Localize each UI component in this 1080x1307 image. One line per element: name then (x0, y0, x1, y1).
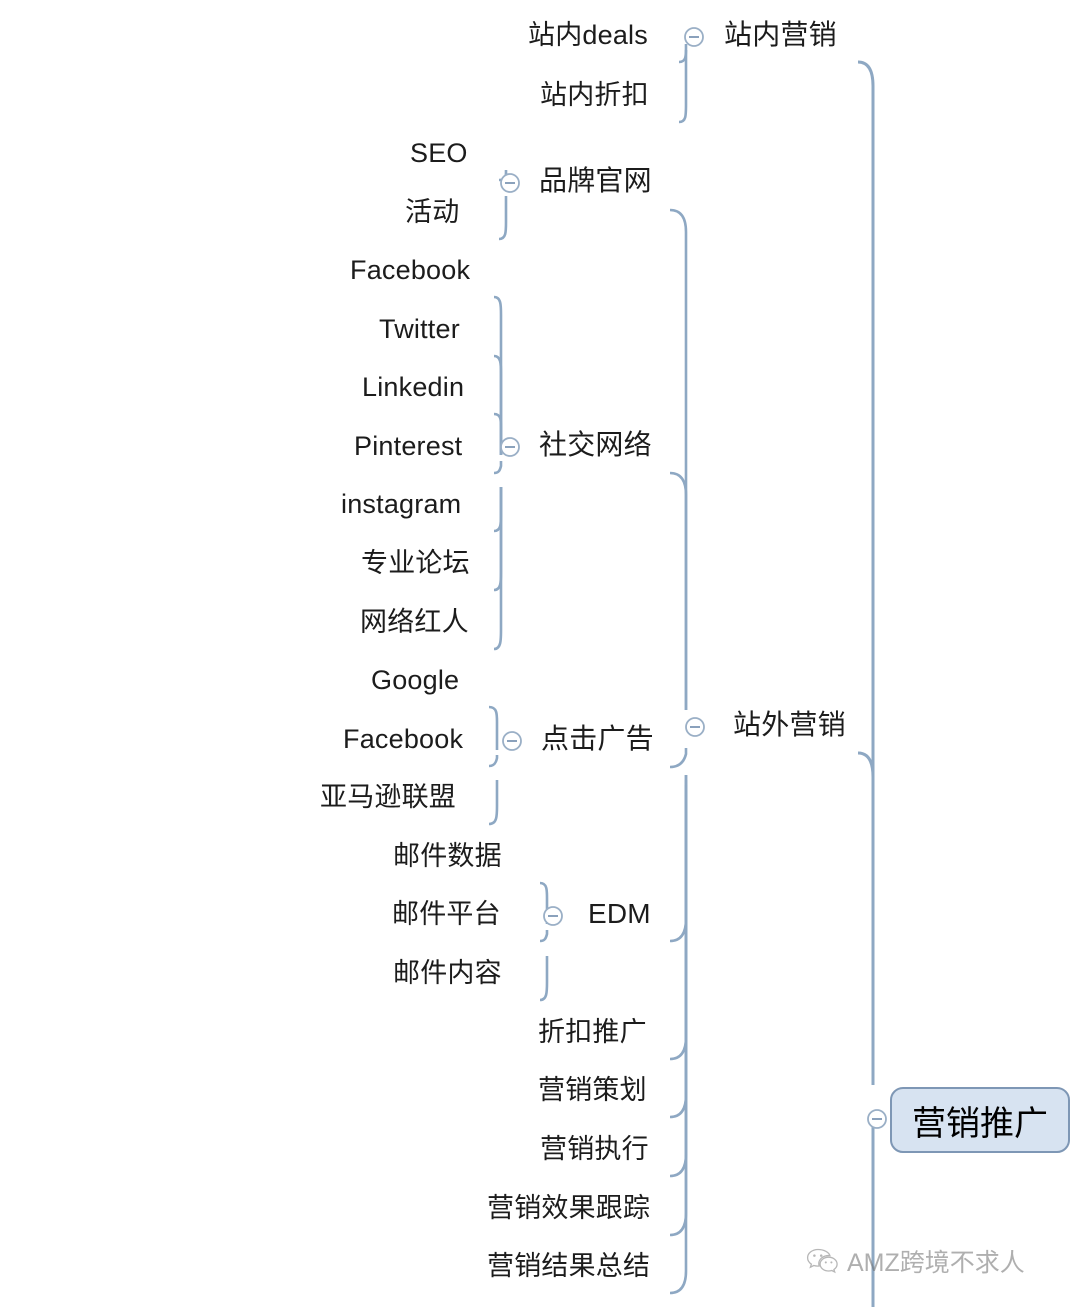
leaf-label-mail-platform[interactable]: 邮件平台 (392, 899, 501, 929)
connector-google (488, 705, 499, 750)
leaf-label-facebook-social[interactable]: Facebook (350, 255, 471, 285)
toggle-zhanwai-yingxiao[interactable] (685, 717, 705, 737)
connector-wangluo-hongren (493, 487, 503, 651)
leaf-label-instagram[interactable]: instagram (341, 489, 462, 519)
toggle-dianji-guanggao[interactable] (502, 731, 522, 751)
connector-pinpai-guanwang (669, 208, 688, 710)
connector-facebook-social (493, 295, 503, 455)
connector-yingxiao-cehua (669, 780, 688, 1119)
branch-label-zhannei-yingxiao[interactable]: 站内营销 (724, 19, 837, 50)
watermark-text: AMZ跨境不求人 (847, 1249, 1025, 1277)
connectors-zhannei (678, 44, 688, 124)
connectors-zhanwai (669, 208, 688, 1295)
connectors-edm (539, 881, 549, 1002)
connector-pinterest (493, 461, 503, 475)
root-node-label: 营销推广 (912, 1104, 1048, 1143)
leaf-label-zhuanye-luntan[interactable]: 专业论坛 (361, 548, 470, 578)
leaf-label-yingxiao-cehua[interactable]: 营销策划 (538, 1075, 647, 1105)
watermark: AMZ跨境不求人 (806, 1243, 1025, 1279)
toggle-pinpai-guanwang[interactable] (500, 173, 520, 193)
connector-mail-platform (539, 930, 549, 943)
leaf-label-google[interactable]: Google (371, 665, 460, 695)
toggle-zhannei-yingxiao[interactable] (684, 27, 704, 47)
branch-label-pinpai-guanwang[interactable]: 品牌官网 (539, 165, 652, 196)
connectors-shejiao (493, 295, 503, 651)
leaf-label-zhekou-tuiguang[interactable]: 折扣推广 (538, 1017, 647, 1047)
branch-label-dianji-guanggao[interactable]: 点击广告 (541, 723, 654, 754)
leaf-label-twitter[interactable]: Twitter (379, 314, 460, 344)
connector-huodong (498, 196, 508, 241)
connector-zhannei-zhekou (678, 50, 688, 124)
connector-mail-data (539, 881, 549, 924)
leaf-label-wangluo-hongren[interactable]: 网络红人 (360, 607, 469, 637)
leaf-label-yingxiao-zongjie[interactable]: 营销结果总结 (487, 1251, 651, 1281)
leaf-label-yingxiao-genzong[interactable]: 营销效果跟踪 (487, 1193, 651, 1223)
leaf-label-amazon-union[interactable]: 亚马逊联盟 (320, 782, 456, 812)
branch-underlines (520, 59, 861, 944)
branch-label-zhanwai-yingxiao[interactable]: 站外营销 (733, 709, 846, 740)
connector-zhanwai-to-root (857, 751, 875, 1085)
connector-shejiao-wangluo (669, 471, 688, 710)
leaf-label-linkedin[interactable]: Linkedin (362, 372, 465, 402)
connector-mail-content (539, 956, 549, 1002)
toggle-root[interactable] (867, 1109, 887, 1129)
branch-label-edm[interactable]: EDM (588, 898, 651, 929)
leaf-label-yingxiao-zhixing[interactable]: 营销执行 (540, 1134, 649, 1164)
connectors-root (857, 60, 875, 1307)
leaf-label-zhannei-zhekou[interactable]: 站内折扣 (540, 80, 649, 110)
connector-twitter (493, 354, 503, 455)
leaf-label-pinterest[interactable]: Pinterest (354, 431, 463, 461)
connector-facebook-ads (488, 755, 499, 768)
leaf-label-mail-content[interactable]: 邮件内容 (393, 958, 502, 988)
connectors-dianji (488, 705, 499, 826)
connector-zhannei-to-root (857, 60, 875, 1085)
connector-amazon-union (488, 780, 499, 826)
connector-dianji-guanggao (669, 748, 688, 769)
collapse-toggles[interactable] (500, 27, 887, 1129)
connector-yingxiao-zongjie (669, 795, 688, 1295)
root-node[interactable]: 营销推广 (890, 1087, 1070, 1153)
leaf-underlines (315, 59, 682, 1296)
leaf-label-mail-data[interactable]: 邮件数据 (393, 841, 502, 871)
connector-zhekou-tuiguang (669, 775, 688, 1061)
leaf-label-seo[interactable]: SEO (410, 138, 468, 168)
branch-label-shejiao-wangluo[interactable]: 社交网络 (539, 429, 652, 460)
connector-linkedin (493, 412, 503, 455)
wechat-icon (806, 1248, 838, 1274)
leaf-label-facebook-ads[interactable]: Facebook (343, 724, 464, 754)
leaf-label-zhannei-deals[interactable]: 站内deals (528, 20, 648, 50)
connector-edm (669, 775, 688, 943)
toggle-shejiao-wangluo[interactable] (500, 437, 520, 457)
toggle-edm[interactable] (543, 906, 563, 926)
leaf-label-huodong[interactable]: 活动 (405, 197, 460, 227)
